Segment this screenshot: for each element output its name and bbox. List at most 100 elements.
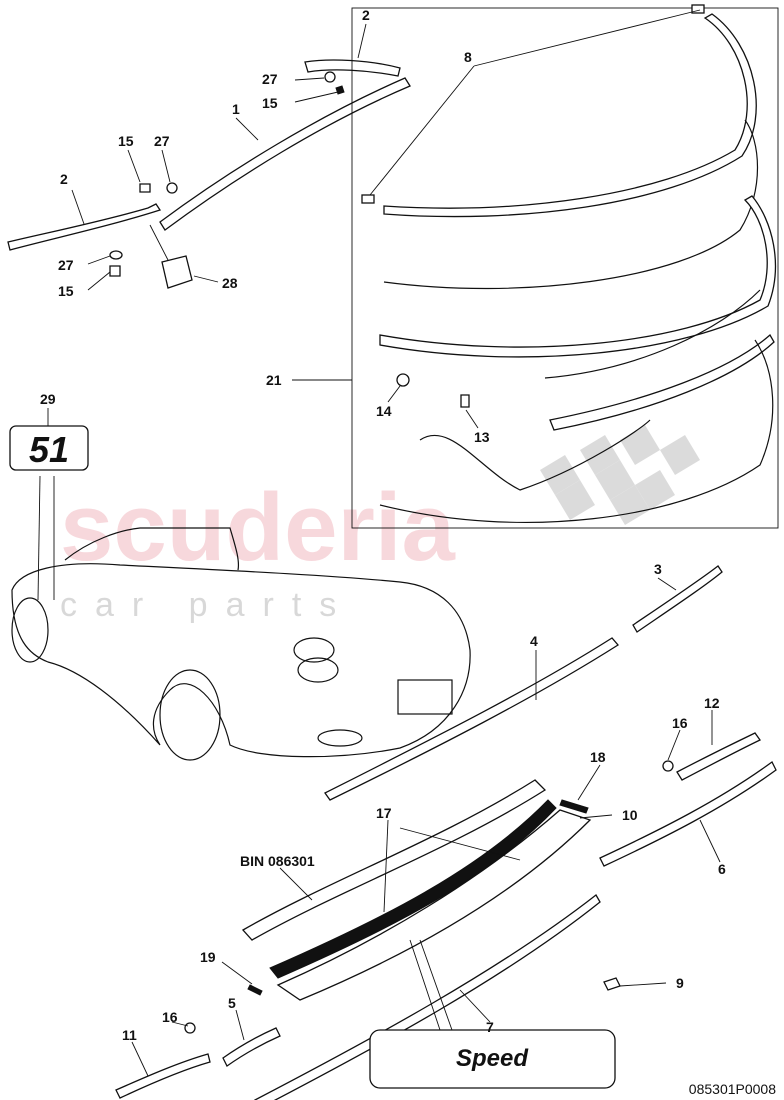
car-front-wheel (11, 597, 49, 663)
callout-15b: 15 (118, 133, 134, 149)
part-5-end-cap (222, 1027, 281, 1067)
leader-15b (127, 149, 141, 183)
leader-9 (619, 982, 667, 987)
part-19-strip (247, 984, 263, 996)
callout-2b: 2 (60, 171, 68, 187)
callout-11: 11 (122, 1027, 137, 1043)
fasteners-top (109, 71, 345, 277)
leader-13 (465, 409, 479, 429)
part-2-top-rail (304, 59, 401, 77)
callout-10: 10 (622, 807, 638, 823)
tonneau-trim-strip (549, 333, 775, 431)
callout-9: 9 (676, 975, 684, 991)
part-8-pad-right (691, 4, 705, 14)
part-16-clip-left (184, 1022, 196, 1034)
car-taillight-lower (297, 657, 339, 683)
part-8-pad-left (361, 194, 375, 204)
screw-15-left (109, 265, 121, 277)
speed-plate-text: Speed (456, 1045, 529, 1072)
washer-27-top (324, 71, 336, 83)
speed-plate-frame (369, 1029, 616, 1089)
badge-29: 51 (9, 425, 89, 471)
tonneau-frame-2 (379, 195, 777, 358)
part-16-clip-right (662, 760, 674, 772)
screw-15-mid (139, 183, 151, 193)
callout-18: 18 (590, 749, 606, 765)
badge-51-frame (9, 425, 89, 471)
leader-27b (161, 149, 171, 183)
leader-14 (387, 385, 401, 403)
callout-6: 6 (718, 861, 726, 877)
callout-17: 17 (376, 805, 392, 821)
leader-8a (473, 9, 701, 67)
tonneau-frame-box (351, 7, 779, 529)
leader-3 (657, 577, 677, 591)
leader-6 (699, 819, 721, 863)
leader-2a (357, 23, 367, 59)
part-6-strip (599, 761, 777, 867)
callout-5: 5 (228, 995, 236, 1011)
tonneau-seal-1 (383, 119, 759, 290)
washer-27-mid (166, 182, 178, 194)
part-4-strip (324, 637, 619, 801)
part-17-sill-black (269, 799, 557, 979)
part-28-block (161, 255, 193, 289)
callout-15a: 15 (262, 95, 278, 111)
part-11-end-cap (115, 1053, 211, 1099)
leader-10 (579, 814, 613, 819)
callout-21: 21 (266, 372, 282, 388)
drawing-code: 085301P0008 (689, 1081, 776, 1097)
part-14-clip (396, 373, 410, 387)
leader-5 (235, 1009, 245, 1041)
washer-27-left (109, 250, 123, 260)
leader-11 (131, 1041, 149, 1077)
badge-51-text: 51 (29, 429, 69, 470)
part-3-strip (632, 565, 723, 633)
callout-7: 7 (486, 1019, 494, 1035)
part-13-screw (460, 394, 470, 408)
leader-19 (221, 961, 253, 985)
callout-29: 29 (40, 391, 56, 407)
part-2-left-rail (7, 203, 162, 251)
leader-1 (235, 117, 259, 141)
leader-15a (294, 91, 339, 103)
leader-8b (369, 65, 475, 196)
screw-15-top (335, 85, 345, 95)
car-taillight-upper (293, 637, 335, 663)
leader-17b (399, 827, 521, 861)
watermark: scuderia car parts (60, 425, 700, 624)
leader-speed-b (419, 939, 453, 1031)
callout-2a: 2 (362, 7, 370, 23)
tonneau-cover-seal (379, 339, 774, 524)
speed-plate: Speed (369, 1029, 616, 1089)
leader-16b (171, 1021, 189, 1027)
leader-27a (294, 77, 325, 81)
callout-15c: 15 (58, 283, 74, 299)
callout-labels: 1 2 2 3 4 5 6 7 8 9 10 11 12 13 14 15 15… (40, 7, 726, 1043)
leader-29b (37, 475, 41, 601)
leader-speed-a (409, 939, 441, 1031)
callout-8: 8 (464, 49, 472, 65)
part-8-outer-frame (383, 13, 757, 218)
car-exhaust (317, 729, 363, 747)
leader-28b (149, 224, 169, 261)
watermark-brand: scuderia (60, 474, 455, 581)
car-body (11, 563, 471, 758)
callout-12: 12 (704, 695, 720, 711)
callout-19: 19 (200, 949, 216, 965)
callout-3: 3 (654, 561, 662, 577)
callout-27b: 27 (154, 133, 170, 149)
callout-13: 13 (474, 429, 490, 445)
tonneau-seal-2 (544, 289, 761, 379)
leader-27c (87, 255, 111, 265)
lower-trim-group (115, 565, 777, 1100)
callout-27c: 27 (58, 257, 74, 273)
bin-label: BIN 086301 (240, 853, 315, 869)
callout-14: 14 (376, 403, 392, 419)
part-9-screw (603, 977, 621, 991)
callout-16b: 16 (162, 1009, 178, 1025)
leader-16a (667, 729, 681, 761)
car-illustration (11, 527, 471, 761)
leader-bin (279, 867, 313, 901)
